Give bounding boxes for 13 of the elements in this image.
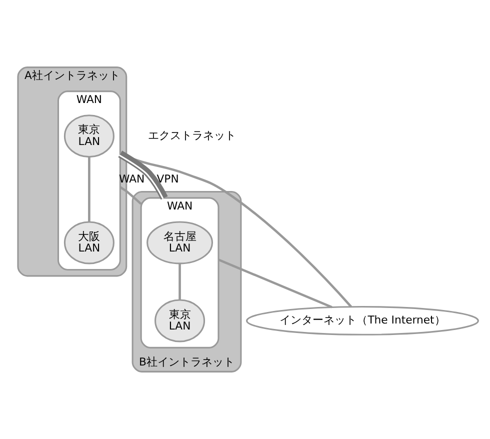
node-ellipse: 名古屋 LAN [146, 221, 214, 264]
connector [178, 264, 181, 300]
node-ellipse: インターネット（The Internet） [246, 306, 479, 336]
connector [218, 258, 332, 308]
node-ellipse: 東京 LAN [154, 299, 206, 342]
label: エクストラネット [148, 128, 236, 142]
connector [88, 157, 90, 222]
connector [118, 150, 168, 200]
connector [120, 152, 352, 308]
node-ellipse: 大阪 LAN [64, 221, 114, 264]
edge-label: VPN [156, 172, 179, 186]
connector [119, 186, 142, 205]
node-ellipse: 東京 LAN [64, 114, 114, 158]
